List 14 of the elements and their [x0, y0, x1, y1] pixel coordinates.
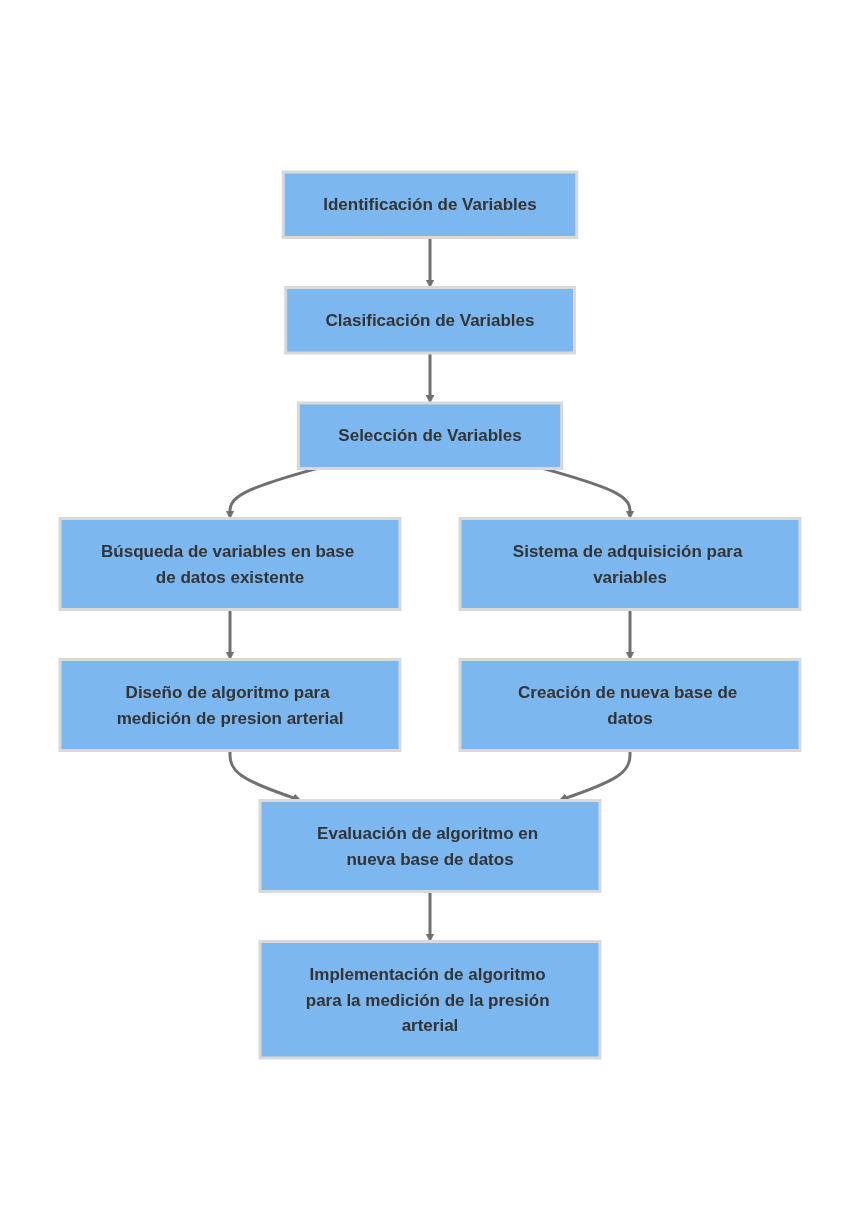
arrow — [225, 609, 235, 660]
node-box: Creación de nueva base de datos — [458, 658, 802, 752]
node-box: Implementación de algoritmo para la medición de la presión arterial — [258, 940, 602, 1060]
arrow — [425, 353, 435, 404]
arrow — [625, 609, 635, 660]
node-box: Clasificación de Variables — [284, 286, 576, 355]
node-box: Selección de Variables — [296, 401, 564, 470]
node-box: Búsqueda de variables en base de datos existente — [58, 517, 402, 611]
node-box: Diseño de algoritmo para medición de presion arterial — [58, 658, 402, 752]
node-box: Sistema de adquisición para variables — [458, 517, 802, 611]
arrow — [425, 891, 435, 942]
node-box: Identificación de Variables — [281, 170, 579, 239]
arrow — [425, 237, 435, 288]
node-box: Evaluación de algoritmo en nueva base de datos — [258, 799, 602, 893]
